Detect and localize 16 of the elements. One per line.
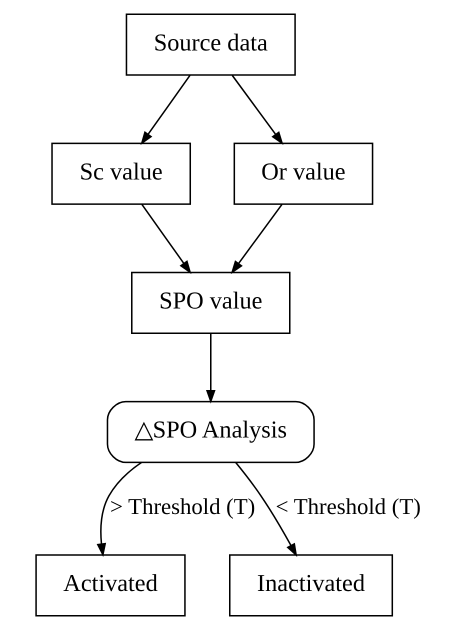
node-box: Activated xyxy=(35,554,186,617)
node-box: Sc value xyxy=(51,142,192,205)
arrow xyxy=(232,74,284,145)
arrow xyxy=(140,74,191,145)
edge-label: < Threshold (T) xyxy=(276,494,421,519)
arrow xyxy=(206,334,216,404)
node-box: SPO value xyxy=(131,272,291,334)
arrow xyxy=(141,204,192,274)
node-box: △SPO Analysis xyxy=(106,400,315,464)
edge-label: > Threshold (T) xyxy=(110,494,256,519)
arrow xyxy=(235,462,298,558)
arrow xyxy=(96,462,142,557)
node-box: Source data xyxy=(126,13,296,76)
node-box: Inactivated xyxy=(229,554,394,617)
node-box: Or value xyxy=(234,142,374,205)
arrow xyxy=(230,204,283,274)
